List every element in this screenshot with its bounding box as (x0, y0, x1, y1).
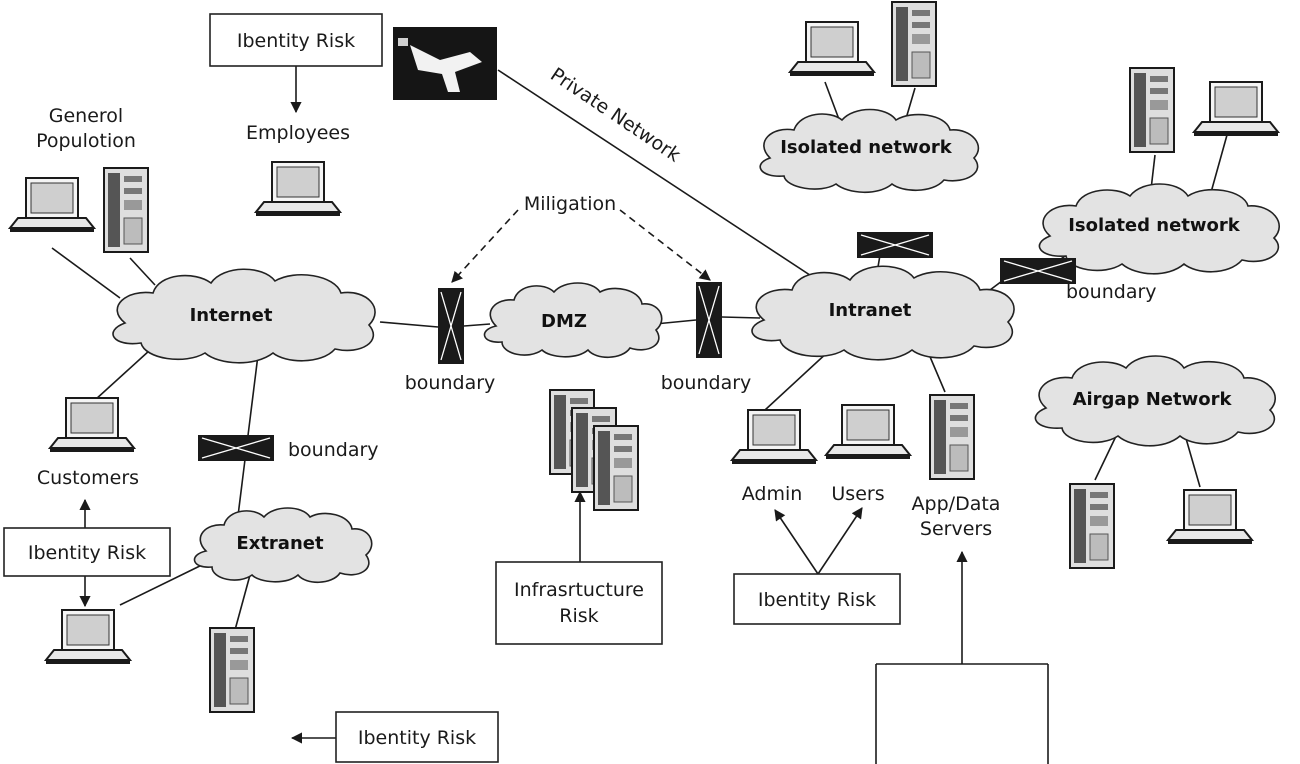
label-boundary-right: boundary (661, 372, 752, 394)
svg-text:Ibentity Risk: Ibentity Risk (358, 727, 476, 749)
laptop-icon-airgap (1167, 489, 1253, 545)
cloud-label-extranet: Extranet (236, 533, 324, 554)
label-users: Users (831, 483, 884, 505)
server-tower-icon-isolated-top (891, 1, 937, 87)
link-isolated-right-laptop (1209, 134, 1228, 197)
label-general-population-2: Populotion (36, 130, 136, 152)
label-employees: Employees (246, 122, 350, 144)
link-internet-customers (94, 349, 151, 401)
risk-box-infrastructure: Infrasrtucture Risk (495, 561, 663, 645)
firewall-icon-extranet (197, 434, 275, 462)
cloud-label-intranet: Intranet (829, 300, 912, 321)
firewall-icon-isolated (999, 257, 1077, 285)
cloud-label-isolated-top: Isolated network (780, 137, 953, 158)
label-admin: Admin (742, 483, 803, 505)
svg-text:Ibentity Risk: Ibentity Risk (758, 589, 876, 611)
link-extranet-server (234, 574, 251, 631)
link-isolated-top-laptop (824, 81, 841, 123)
cloud-dmz: DMZ (483, 282, 663, 359)
link-dmz-boundary (654, 319, 697, 325)
laptop-icon-extranet (45, 609, 131, 665)
arrow-risk-admin (774, 509, 819, 575)
link-general-laptop-internet (51, 247, 121, 299)
cloud-intranet: Intranet (751, 265, 1015, 361)
link-airgap-server (1094, 431, 1119, 481)
label-boundary-extranet: boundary (288, 439, 379, 461)
laptop-icon-customers (49, 397, 135, 453)
laptop-icon-employees (255, 161, 341, 217)
cloud-label-isolated-right: Isolated network (1068, 215, 1241, 236)
cloud-airgap: Airgap Network (1034, 355, 1276, 447)
label-general-population-1: Generol (49, 105, 123, 127)
laptop-icon-isolated-top (789, 21, 875, 77)
server-tower-icon-general (103, 167, 149, 253)
link-internet-boundary (379, 321, 439, 328)
server-tower-icon-app-data (929, 394, 975, 480)
server-tower-icon-extranet (209, 627, 255, 713)
cloud-extranet: Extranet (193, 507, 373, 584)
svg-text:Ibentity Risk: Ibentity Risk (28, 542, 146, 564)
cloud-internet: Internet (112, 268, 376, 364)
svg-text:Risk: Risk (559, 605, 598, 627)
link-private-network (497, 69, 823, 284)
firewall-icon-right (695, 281, 723, 359)
link-boundary-intranet (721, 316, 761, 319)
cloud-isolated-right: Isolated network (1038, 183, 1280, 275)
link-airgap-laptop (1184, 434, 1201, 488)
label-boundary-left: boundary (405, 372, 496, 394)
mitigation-arrow-right (619, 209, 711, 281)
laptop-icon-users (825, 404, 911, 460)
label-app-data-2: Servers (920, 518, 992, 540)
link-intranet-server (927, 351, 946, 393)
risk-box-customers: Ibentity Risk (3, 527, 171, 577)
link-boundary-dmz (463, 323, 491, 327)
svg-text:Infrasrtucture: Infrasrtucture (514, 579, 644, 601)
link-extranet-laptop (119, 561, 209, 606)
laptop-icon-general (9, 177, 95, 233)
mitigation-arrow-left (451, 209, 519, 283)
remote-user-image (393, 27, 497, 100)
label-app-data-1: App/Data (912, 493, 1001, 515)
label-boundary-isolated: boundary (1066, 281, 1157, 303)
label-mitigation: Miligation (524, 193, 616, 215)
firewall-icon-left (437, 287, 465, 365)
server-tower-icon-isolated-right (1129, 67, 1175, 153)
cloud-label-internet: Internet (190, 305, 273, 326)
server-tower-icon-airgap (1069, 483, 1115, 569)
svg-text:Ibentity Risk: Ibentity Risk (237, 30, 355, 52)
label-customers: Customers (37, 467, 139, 489)
link-general-server-internet (129, 257, 156, 286)
server-tower-icon-infrastructure (549, 389, 639, 511)
risk-box-admin-users: Ibentity Risk (733, 573, 901, 625)
cloud-label-dmz: DMZ (541, 311, 587, 332)
laptop-icon-admin (731, 409, 817, 465)
risk-box-bottom: Ibentity Risk (335, 711, 499, 763)
risk-box-employees: Ibentity Risk (209, 13, 383, 67)
firewall-icon-intranet-top (856, 231, 934, 259)
link-intranet-admin (764, 349, 831, 411)
cloud-label-airgap: Airgap Network (1073, 389, 1233, 410)
laptop-icon-isolated-right (1193, 81, 1279, 137)
cloud-isolated-top: Isolated network (759, 108, 980, 194)
arrow-risk-users (817, 507, 863, 575)
